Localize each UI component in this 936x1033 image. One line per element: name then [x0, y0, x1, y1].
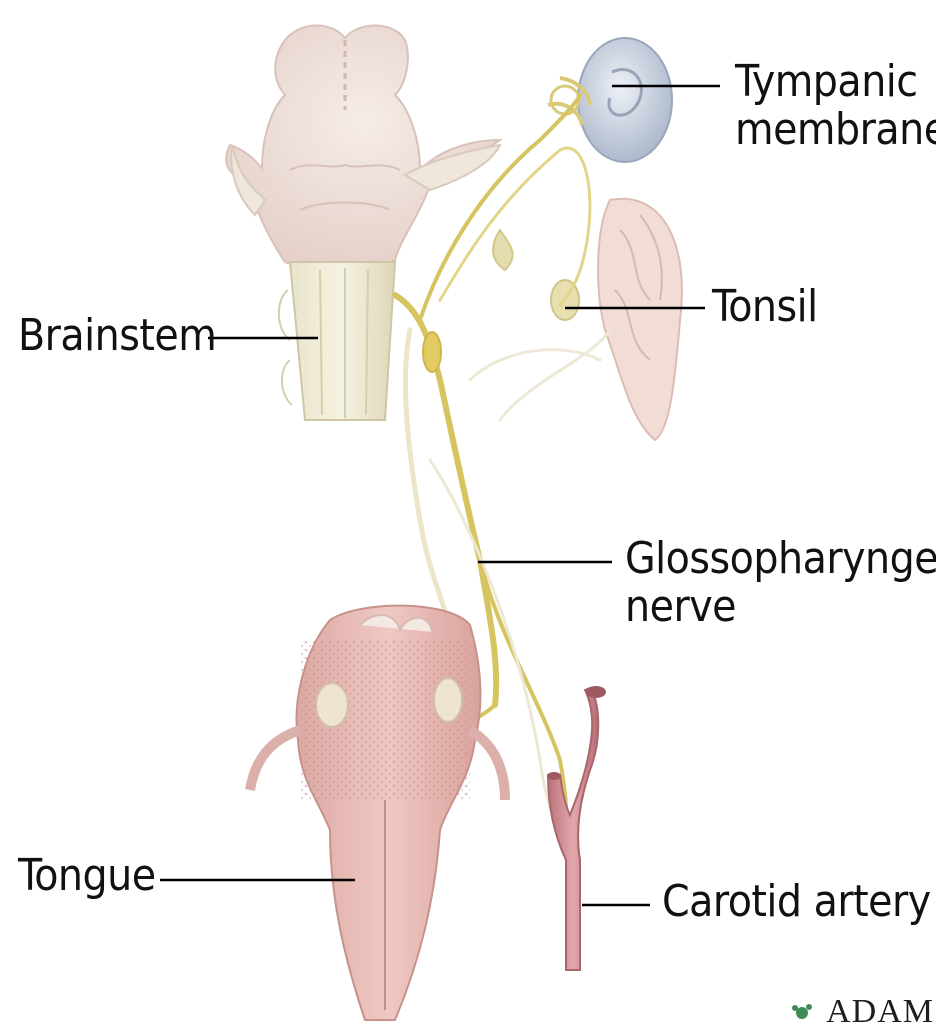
- carotid-artery-illustration: [547, 686, 606, 970]
- label-carotid-artery: Carotid artery: [662, 878, 931, 926]
- tonsil-illustration: [551, 199, 682, 440]
- label-tonsil: Tonsil: [712, 283, 818, 331]
- label-brainstem: Brainstem: [18, 312, 216, 360]
- adam-logo-mark: [792, 1004, 812, 1019]
- adam-logo: ADAM: [826, 993, 934, 1031]
- brainstem-illustration: [226, 25, 500, 420]
- label-nerve-line1: Glossopharyngeal: [625, 535, 936, 583]
- label-nerve-line2: nerve: [625, 583, 936, 631]
- label-tongue: Tongue: [18, 852, 156, 900]
- tongue-illustration: [250, 606, 505, 1020]
- label-tympanic-line1: Tympanic: [735, 58, 936, 106]
- label-glossopharyngeal-nerve: Glossopharyngeal nerve: [625, 535, 936, 630]
- tympanic-membrane-illustration: [548, 38, 672, 162]
- label-tympanic-membrane: Tympanic membrane: [735, 58, 936, 153]
- label-tympanic-line2: membrane: [735, 106, 936, 154]
